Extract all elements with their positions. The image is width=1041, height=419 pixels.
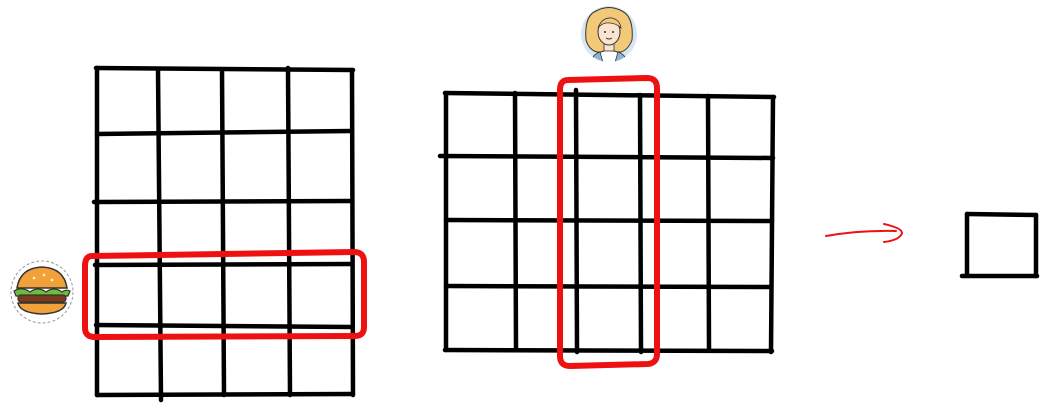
middle-matrix-vline	[705, 93, 712, 353]
middle-matrix-hline	[443, 217, 775, 224]
middle-matrix-vline	[512, 90, 519, 353]
left-matrix-vline	[219, 67, 227, 398]
middle-matrix-vline	[573, 87, 580, 355]
burger-icon	[10, 260, 74, 324]
left-matrix-hline	[93, 65, 356, 73]
highlighted-column-outline	[557, 75, 660, 369]
middle-matrix-hline	[443, 283, 774, 290]
middle-matrix-hline	[437, 153, 776, 161]
result-cell	[959, 211, 1040, 279]
left-matrix-vline	[349, 67, 356, 398]
middle-matrix	[437, 87, 777, 355]
middle-matrix-hline	[442, 90, 777, 100]
left-matrix-vline	[285, 65, 293, 398]
middle-matrix-hline	[442, 347, 775, 354]
middle-matrix-vline	[637, 92, 644, 355]
left-matrix-vline	[155, 67, 164, 403]
middle-matrix-vline	[768, 94, 776, 355]
woman-avatar-icon	[581, 6, 637, 62]
highlighted-row-outline	[82, 249, 367, 340]
left-matrix	[91, 65, 356, 403]
right-arrow-icon	[825, 223, 904, 243]
